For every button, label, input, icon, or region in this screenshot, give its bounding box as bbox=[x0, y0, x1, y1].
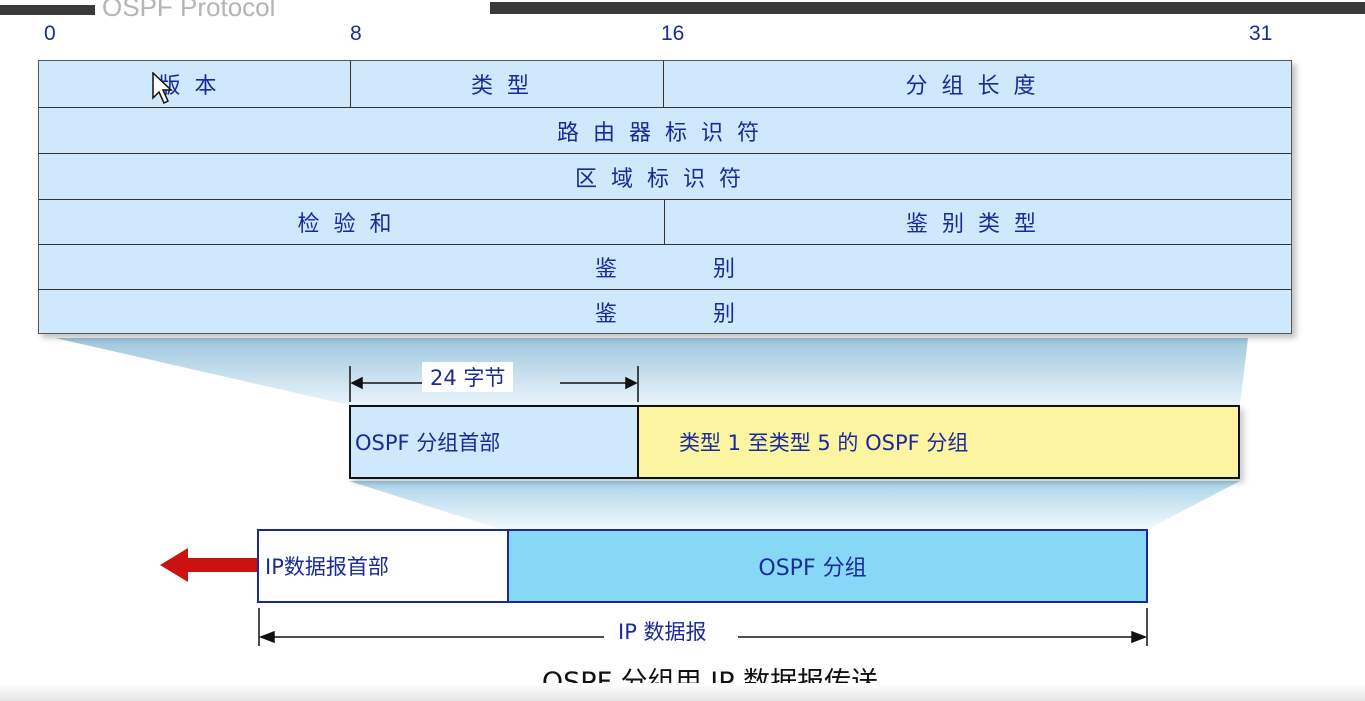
ospf-header-format-table: 版本 类型 分组长度 路由器标识符 区域标识符 检验和 鉴别类型 鉴别 鉴别 bbox=[38, 60, 1292, 334]
bottom-fade bbox=[0, 683, 1365, 701]
ospf-packet-bar: OSPF 分组首部 类型 1 至类型 5 的 OSPF 分组 bbox=[349, 405, 1240, 479]
field-version: 版本 bbox=[158, 74, 231, 99]
field-type: 类型 bbox=[350, 61, 663, 107]
ip-header-block: IP数据报首部 bbox=[259, 531, 509, 601]
deck-title: OSPF Protocol bbox=[102, 0, 276, 22]
header-row-1: 版本 类型 分组长度 bbox=[39, 61, 1291, 107]
fan-header-to-ospf bbox=[55, 338, 1248, 405]
field-auth-type: 鉴别类型 bbox=[664, 200, 1291, 244]
title-bar-left bbox=[0, 5, 95, 15]
field-router-id: 路由器标识符 bbox=[556, 120, 773, 146]
title-bar-right bbox=[490, 2, 1365, 14]
outbound-arrow bbox=[160, 548, 258, 582]
fan-ospf-to-ip bbox=[349, 481, 1240, 529]
bit-position-16: 16 bbox=[661, 22, 685, 45]
field-packet-length: 分组长度 bbox=[663, 61, 1291, 107]
ospf-body-block: 类型 1 至类型 5 的 OSPF 分组 bbox=[639, 407, 1238, 477]
bit-position-31: 31 bbox=[1249, 22, 1273, 45]
bit-position-8: 8 bbox=[350, 22, 362, 45]
field-area-id: 区域标识符 bbox=[574, 166, 755, 192]
header-size-dimension bbox=[349, 366, 639, 402]
header-row-2: 路由器标识符 bbox=[39, 107, 1291, 153]
header-row-6: 鉴别 bbox=[39, 289, 1291, 333]
header-row-3: 区域标识符 bbox=[39, 153, 1291, 199]
ip-payload-block: OSPF 分组 bbox=[509, 531, 1146, 601]
header-row-4: 检验和 鉴别类型 bbox=[39, 199, 1291, 244]
bit-position-0: 0 bbox=[44, 22, 56, 45]
field-authentication-2: 鉴别 bbox=[594, 301, 831, 327]
ip-datagram-span-label: IP 数据报 bbox=[610, 616, 715, 646]
ip-datagram-dimension bbox=[258, 608, 1148, 646]
field-authentication-1: 鉴别 bbox=[594, 257, 831, 282]
field-checksum: 检验和 bbox=[297, 212, 406, 237]
ip-datagram-bar: IP数据报首部 OSPF 分组 bbox=[257, 529, 1148, 603]
ospf-header-block: OSPF 分组首部 bbox=[351, 407, 639, 477]
mouse-pointer-icon bbox=[152, 72, 173, 105]
header-row-5: 鉴别 bbox=[39, 244, 1291, 289]
header-size-label: 24 字节 bbox=[422, 362, 514, 392]
